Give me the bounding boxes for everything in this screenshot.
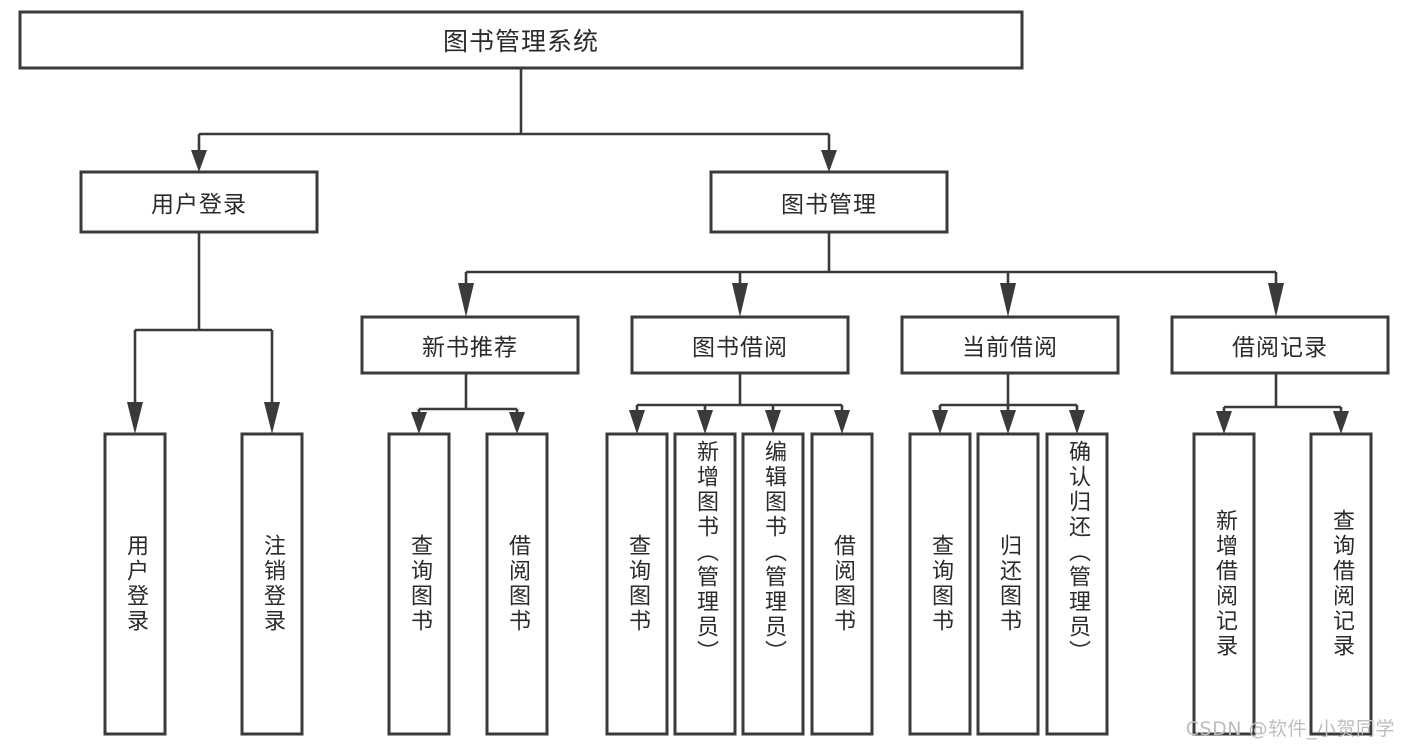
connector-newbooks-to-leaves [411, 373, 525, 434]
leaf-box-confirm-return-admin[interactable] [1045, 432, 1109, 736]
connector-login-to-leaves [127, 232, 280, 434]
node-box-user-login[interactable] [79, 170, 319, 234]
connector-books-to-level3 [458, 232, 1284, 317]
connector-current-to-leaves [932, 373, 1085, 434]
leaf-box-add-book-admin[interactable] [673, 432, 737, 736]
connector-borrow-to-leaves [629, 373, 850, 434]
leaf-box-borrow-books-newbook[interactable] [485, 432, 549, 736]
node-box-current-borrow[interactable] [900, 315, 1120, 375]
leaf-box-return-books[interactable] [976, 432, 1040, 736]
leaf-box-user-login[interactable] [103, 432, 167, 736]
node-box-borrow-record[interactable] [1170, 315, 1390, 375]
leaf-box-query-borrow-record[interactable] [1309, 432, 1373, 736]
node-box-new-book-recommend[interactable] [360, 315, 580, 375]
node-box-book-borrow[interactable] [630, 315, 850, 375]
node-box-book-management[interactable] [709, 170, 949, 234]
node-box-root[interactable] [18, 10, 1024, 70]
connector-root-to-level2 [191, 68, 837, 172]
leaf-box-add-borrow-record[interactable] [1192, 432, 1256, 736]
leaf-box-query-books-newbook[interactable] [387, 432, 451, 736]
leaf-box-query-books-current[interactable] [908, 432, 972, 736]
leaf-box-edit-book-admin[interactable] [741, 432, 805, 736]
leaf-box-query-books-borrow[interactable] [605, 432, 669, 736]
leaf-box-logout[interactable] [240, 432, 304, 736]
leaf-box-borrow-books-borrow[interactable] [810, 432, 874, 736]
connector-records-to-leaves [1216, 373, 1349, 434]
csdn-watermark: CSDN @软件_小贺同学 [1185, 718, 1395, 740]
